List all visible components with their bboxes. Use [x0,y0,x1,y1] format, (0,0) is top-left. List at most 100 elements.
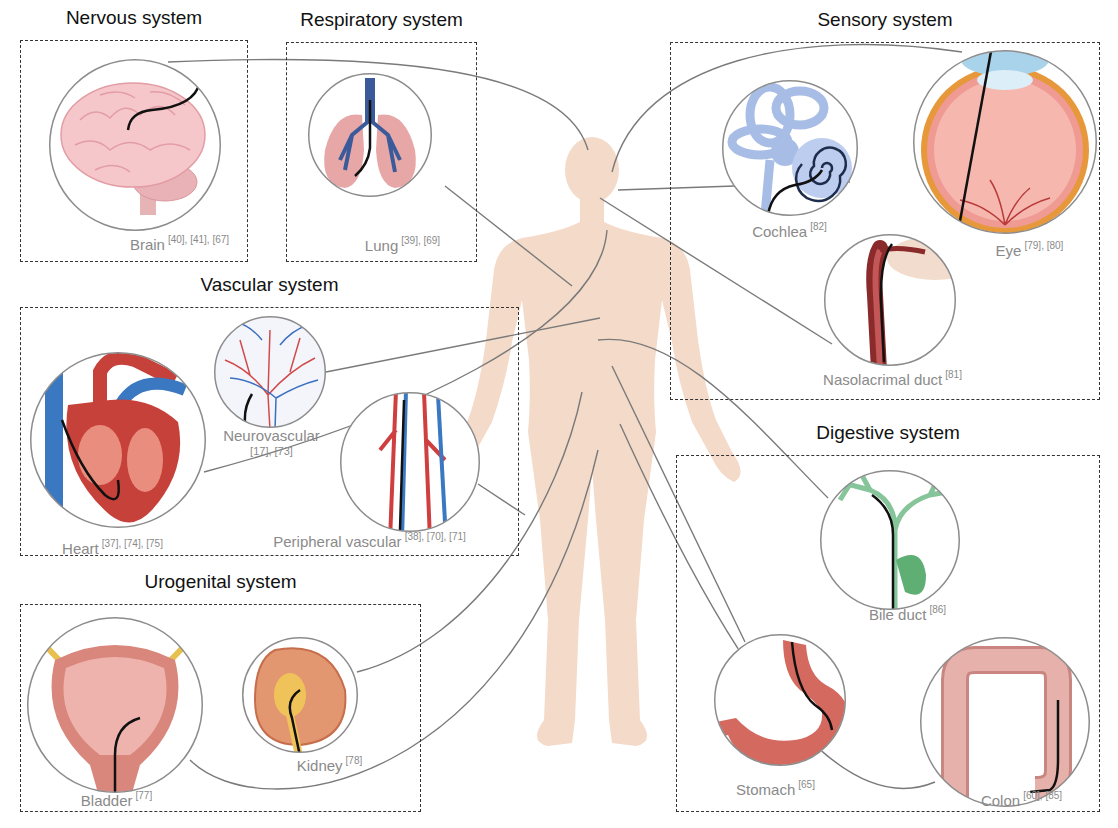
circle-outline [920,637,1090,807]
organ-circle: Peripheral vascular[38], [70], [71] [340,392,480,532]
brain-illustration [128,82,200,130]
organ-name: Bladder [81,791,133,808]
organ-name: Heart [62,539,99,556]
leader-lines [600,198,832,344]
bile-duct-illustration [832,468,958,612]
organ-name: Stomach [736,780,795,797]
organ-circle: Eye[79], [80] [913,50,1097,234]
organ-label: Cochlea[82] [752,221,827,241]
circle-outline [214,316,325,427]
cochlea-illustration [776,91,824,125]
cochlea-illustration [732,87,852,215]
organ-label: Heart[37], [74], [75] [62,538,163,558]
organ-label: Bladder[77] [81,790,152,810]
eye-illustration [960,180,1050,225]
circle-outline [27,617,203,793]
organ-label: Lung[39], [69] [365,235,440,255]
organ-name: Nasolacrimal duct [823,370,942,387]
neurovascular-illustration [225,330,315,430]
organ-circle: Nasolacrimal duct[81] [824,234,956,366]
organ-circle: Heart[37], [74], [75] [30,352,206,528]
heart-illustration [45,345,185,535]
organ-label: Bile duct[86] [869,604,946,624]
peripheral-vascular-illustration [380,390,446,540]
organ-label: Nasolacrimal duct[81] [823,369,962,389]
leader-lines [598,339,828,498]
circle-outline [308,73,431,196]
circle-outline [920,637,1089,806]
organ-name: Bile duct [869,605,927,622]
eye-illustration [958,46,992,232]
leader-lines [612,366,745,642]
reference-number: [17], [73] [223,445,320,458]
bladder-illustration [52,645,179,800]
reference-number: [65] [798,779,815,790]
eye-illustration [927,72,1083,228]
organ-name: Kidney [297,756,343,773]
circle-fill [913,50,1097,234]
system-box: Sensory systemCochlea[82]Eye[79], [80]Na… [670,42,1100,400]
organ-name: Eye [996,241,1022,258]
reference-number: [82] [810,221,827,232]
reference-number: [39], [69] [401,235,440,246]
organ-label: Colon[60], [85] [981,790,1062,810]
organ-circle: Bladder[77] [27,617,203,793]
eye-illustration [934,79,1076,221]
peripheral-vascular-illustration [380,390,446,540]
organ-label: Brain[40], [41], [67] [130,234,229,254]
circle-outline [913,50,1096,233]
colon-illustration [955,660,1058,800]
circle-outline [242,637,358,753]
circle-fill [820,470,960,610]
system-title: Sensory system [631,9,1118,31]
organ-circle: Lung[39], [69] [308,73,432,197]
circle-outline [242,637,357,752]
circle-fill [242,637,358,753]
organ-circle: Colon[60], [85] [920,637,1090,807]
system-box: Urogenital systemBladder[77]Kidney[78] [20,604,421,812]
colon-illustration [955,660,1058,800]
leader-lines [445,186,572,286]
system-title: Nervous system [0,7,287,29]
kidney-illustration [255,648,345,745]
neurovascular-illustration [214,316,326,430]
nasolacrimal-illustration [874,236,983,370]
circle-outline [49,59,220,230]
brain-illustration [61,82,205,215]
circle-outline [49,59,221,231]
heart-illustration [62,420,119,499]
bile-duct-illustration [872,495,893,612]
bile-duct-illustration [896,555,926,595]
system-box: Vascular systemHeart[37], [74], [75]Neur… [20,307,519,556]
organ-circle: Bile duct[86] [820,470,960,610]
lung-illustration [355,100,370,176]
circle-outline [714,634,846,766]
organ-label: Kidney[78] [297,755,363,775]
leader-lines [612,45,962,172]
peripheral-vascular-illustration [400,400,404,530]
circle-outline [714,634,845,765]
organ-circle: Cochlea[82] [722,80,858,216]
organ-label: Stomach[65] [736,779,815,799]
bladder-illustration [64,657,167,755]
peripheral-vascular-illustration [380,390,396,540]
organ-name: Lung [365,236,398,253]
leader-lines [168,45,962,789]
system-box: Digestive systemBile duct[86]Stomach[65]… [676,455,1100,812]
organ-circle: Stomach[65] [714,634,846,766]
circle-outline [214,316,326,428]
circle-outline [913,50,1097,234]
reference-number: [81] [945,369,962,380]
nasolacrimal-illustration [881,244,892,362]
bladder-illustration [38,638,192,800]
circle-fill [49,59,221,231]
circle-outline [824,234,956,366]
colon-illustration [955,660,1058,800]
organ-name: Brain [130,235,165,252]
circle-outline [824,234,955,365]
stomach-illustration [792,642,832,730]
human-body [443,137,740,746]
organ-name: Colon [981,791,1020,808]
